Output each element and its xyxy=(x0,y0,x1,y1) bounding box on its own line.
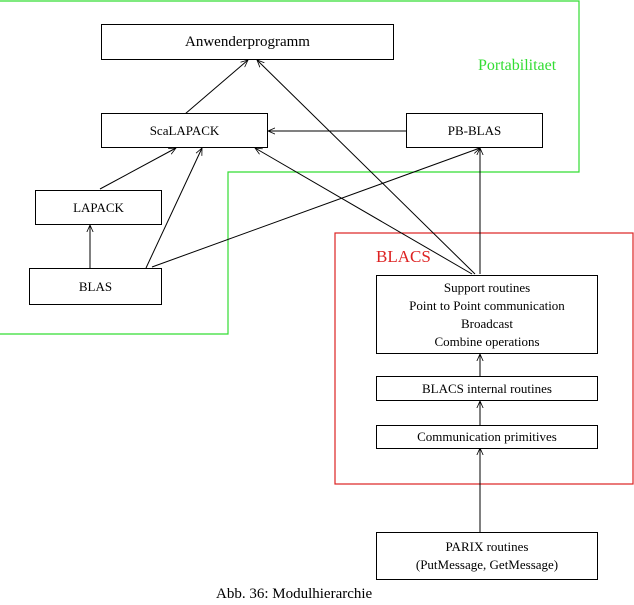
scalapack-box: ScaLAPACK xyxy=(101,113,268,148)
arrow-scalapack-to-anwender xyxy=(184,60,248,115)
lapack-label: LAPACK xyxy=(73,199,124,215)
blacs-label: BLACS xyxy=(376,247,431,266)
support-routines-line: Support routines xyxy=(443,279,531,295)
scalapack-label: ScaLAPACK xyxy=(149,122,220,138)
pbblas-label: PB-BLAS xyxy=(447,122,502,138)
arrow-lapack-to-scalapack xyxy=(99,148,176,190)
blacs-internal-box: BLACS internal routines xyxy=(376,376,598,401)
combine-operations-line: Combine operations xyxy=(434,333,540,349)
lapack-box: LAPACK xyxy=(35,190,162,225)
point-to-point-line: Point to Point communication xyxy=(409,297,565,313)
arrow-support-to-anwender xyxy=(257,60,476,275)
parix-calls-line: (PutMessage, GetMessage) xyxy=(415,557,559,572)
arrow-blas-to-pbblas xyxy=(151,148,480,268)
portability-region-border xyxy=(0,0,580,335)
blacs-region-border xyxy=(334,232,634,485)
anwenderprogramm-box: Anwenderprogramm xyxy=(101,24,394,60)
communication-primitives-label: Communication primitives xyxy=(417,429,557,444)
portability-label: Portabilitaet xyxy=(478,57,557,74)
pbblas-box: PB-BLAS xyxy=(406,113,543,148)
support-routines-box: Support routines Point to Point communic… xyxy=(376,275,598,354)
parix-routines-line: PARIX routines xyxy=(445,539,529,554)
blas-label: BLAS xyxy=(78,278,113,294)
broadcast-line: Broadcast xyxy=(461,315,513,331)
parix-routines-box: PARIX routines (PutMessage, GetMessage) xyxy=(376,532,598,580)
anwenderprogramm-label: Anwenderprogramm xyxy=(185,34,310,50)
figure-caption: Abb. 36: Modulhierarchie xyxy=(216,586,373,602)
blacs-internal-label: BLACS internal routines xyxy=(422,380,552,396)
communication-primitives-box: Communication primitives xyxy=(376,425,598,449)
arrow-blas-to-scalapack xyxy=(145,148,203,269)
blas-box: BLAS xyxy=(29,268,162,305)
arrow-support-to-scalapack xyxy=(255,148,473,275)
